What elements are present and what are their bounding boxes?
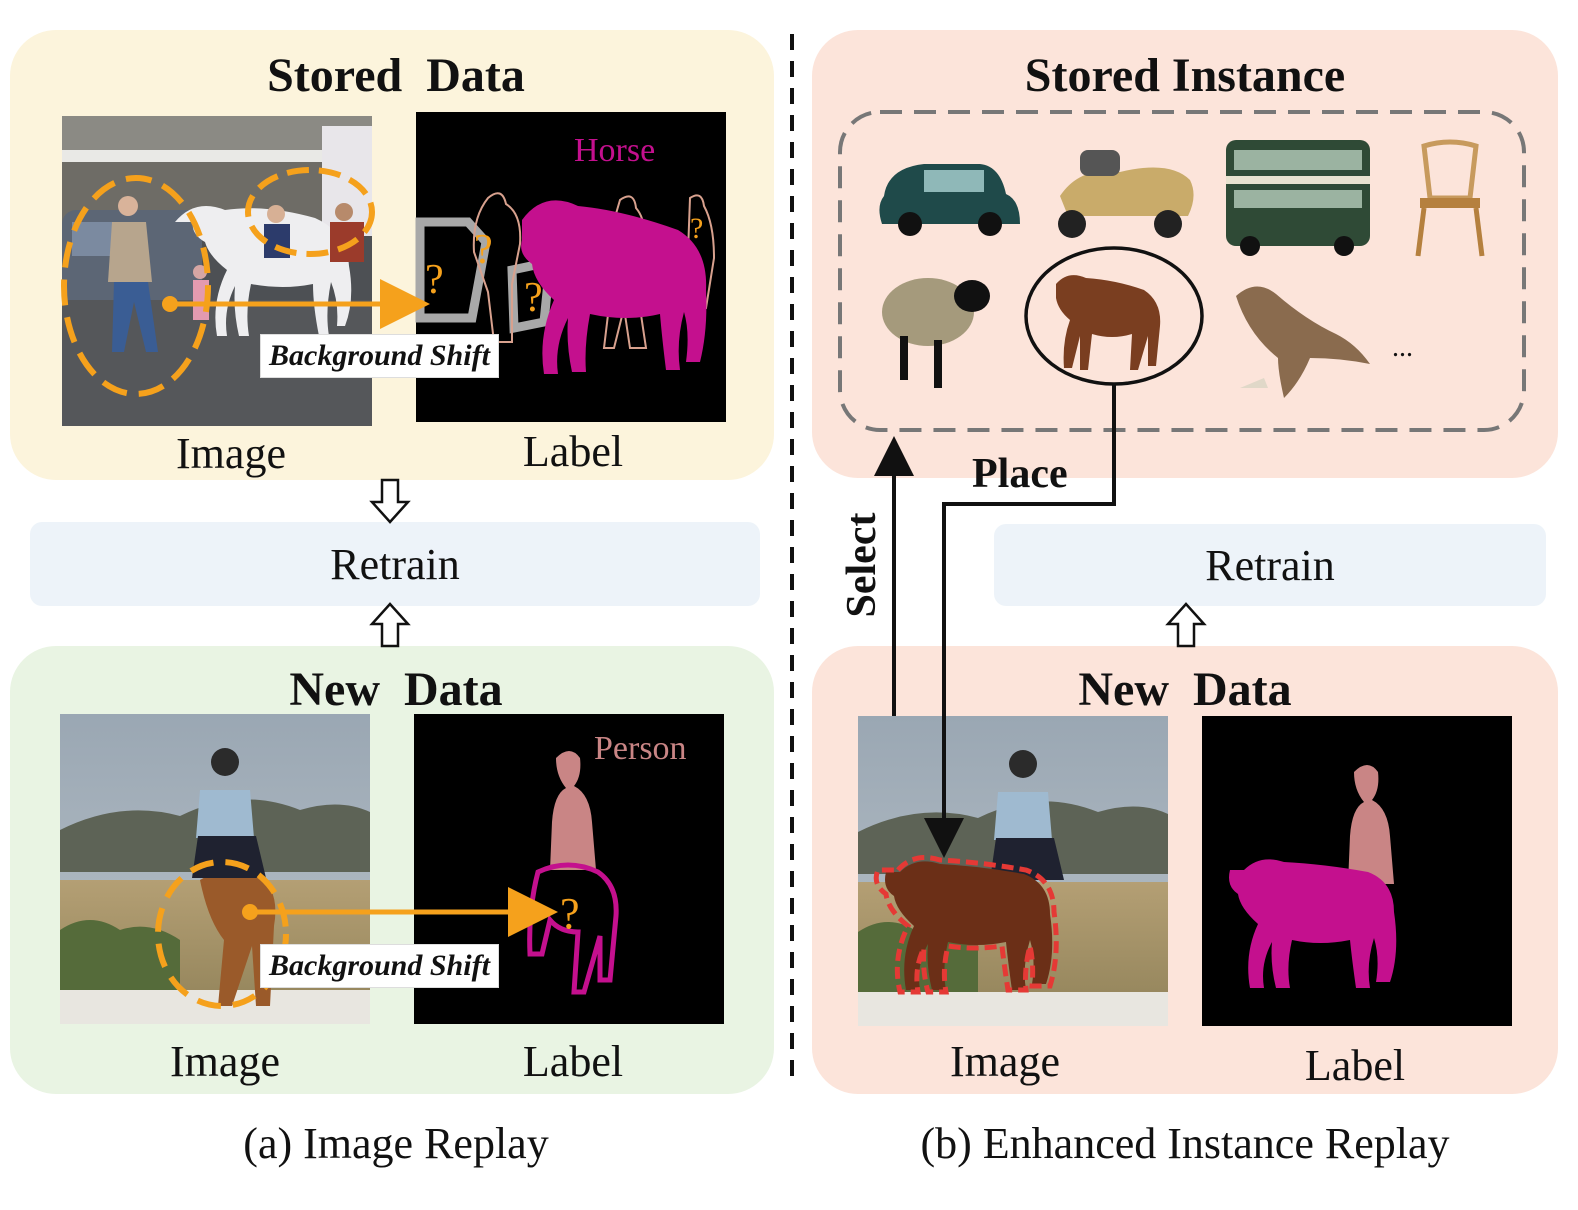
retrain-bar-left: Retrain: [30, 522, 760, 606]
image-caption: Image: [170, 1037, 280, 1086]
bus-instance: [1226, 140, 1370, 256]
up-arrow-icon: [1165, 602, 1207, 648]
stored-instance-panel: [812, 30, 1558, 478]
select-label: Select: [839, 512, 885, 618]
up-arrow-icon: [369, 602, 411, 648]
eagle-instance: [1236, 286, 1370, 398]
caption-a: (a) Image Replay: [243, 1119, 549, 1168]
place-arrow: [924, 384, 1116, 858]
new-data-title-right: New Data: [1078, 663, 1292, 716]
background-shift-label: Background Shift: [260, 944, 499, 988]
background-shift-region: [61, 175, 211, 397]
retrain-label: Retrain: [1205, 540, 1335, 590]
ellipsis: ...: [1392, 332, 1413, 363]
horse-class-label: Horse: [574, 132, 656, 169]
question-mark: ?: [690, 212, 704, 245]
background-shift-region: [155, 859, 289, 1009]
caption-b: (b) Enhanced Instance Replay: [920, 1119, 1450, 1168]
stored-instance-title: Stored Instance: [1024, 49, 1346, 102]
place-label: Place: [972, 451, 1068, 497]
question-mark: ?: [425, 257, 444, 303]
label-caption: Label: [522, 1037, 624, 1086]
label-caption: Label: [522, 427, 624, 476]
car-instance: [879, 164, 1020, 236]
pasted-instance-outline: [873, 855, 1059, 995]
instance-pool-frame: [838, 110, 1526, 432]
label-caption: Label: [1304, 1041, 1406, 1090]
new-image-right: [858, 716, 1168, 1026]
horse-instance: [1056, 275, 1161, 370]
image-caption: Image: [950, 1037, 1060, 1086]
person-class-label: Person: [594, 730, 687, 767]
chair-instance: [1415, 139, 1485, 257]
retrain-label: Retrain: [330, 539, 460, 589]
stored-image: [62, 116, 372, 426]
stored-data-title: Stored Data: [267, 49, 525, 102]
sheep-instance: [882, 278, 990, 388]
new-label-map-right: [1202, 716, 1512, 1026]
question-mark: ?: [524, 275, 543, 321]
background-shift-label: Background Shift: [260, 334, 499, 378]
down-arrow-icon: [369, 478, 411, 524]
question-mark: ?: [474, 227, 493, 273]
question-mark: ?: [560, 889, 580, 938]
background-shift-region: [245, 167, 375, 257]
motorcycle-instance: [1058, 150, 1194, 238]
new-data-title: New Data: [289, 663, 503, 716]
image-caption: Image: [176, 429, 286, 478]
retrain-bar-right: Retrain: [994, 524, 1546, 606]
